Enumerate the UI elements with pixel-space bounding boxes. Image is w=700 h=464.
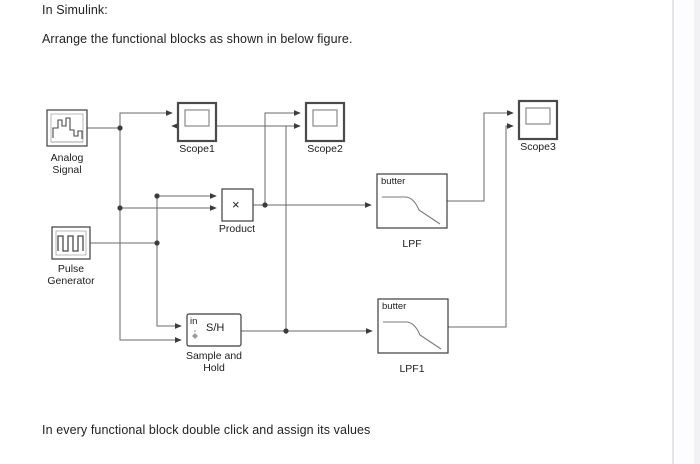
block-scope2[interactable] (304, 101, 346, 143)
junction-dot (117, 125, 123, 131)
intro-text-instruction: Arrange the functional blocks as shown i… (42, 32, 353, 46)
product-multiply-symbol: × (232, 197, 240, 212)
lowpass-response-icon (382, 196, 441, 225)
label-product: Product (218, 223, 256, 235)
junction-dot (154, 240, 160, 246)
label-scope3: Scope3 (520, 141, 556, 153)
intro-text-simulink: In Simulink: (42, 3, 108, 17)
label-analog-signal: Analog Signal (50, 152, 84, 176)
label-lpf: LPF (402, 238, 422, 250)
sample-hold-port-label-in: in (190, 316, 198, 327)
wire-sh-to-scope2-port2 (285, 123, 301, 331)
wire-lpf-to-scope3-port1 (447, 110, 514, 202)
closing-text-instruction: In every functional block double click a… (42, 423, 371, 437)
sample-and-hold-body (186, 313, 242, 347)
lpf1-body (377, 298, 449, 354)
wire-lpf1-to-scope3-port2 (448, 123, 514, 328)
wire-pulse-to-product (156, 193, 217, 243)
clock-icon (192, 330, 198, 339)
block-analog-signal[interactable] (46, 109, 88, 147)
label-scope1: Scope1 (179, 143, 215, 155)
block-lpf[interactable] (376, 173, 448, 229)
junction-dot (154, 193, 160, 199)
wire-product-to-scope2-port1 (264, 110, 301, 205)
wire-analog-to-scope1 (119, 110, 173, 128)
page-edge-line (672, 0, 674, 464)
sample-hold-inner-text: S/H (206, 322, 225, 334)
scope-icon (312, 109, 338, 127)
junction-dot-group (117, 125, 289, 334)
wire-analog-to-sh-port2 (119, 208, 182, 343)
label-pulse-generator: Pulse Generator (47, 263, 95, 287)
page-edge-line-outer (694, 0, 700, 464)
label-scope2: Scope2 (307, 143, 343, 155)
junction-dot (117, 205, 123, 211)
block-pulse-generator[interactable] (51, 226, 91, 260)
block-sample-and-hold[interactable] (186, 313, 242, 347)
wire-pulse-to-sh-port1 (156, 243, 182, 329)
lpf-body (376, 173, 448, 229)
lpf1-inner-text: butter (382, 301, 407, 312)
label-lpf1: LPF1 (399, 363, 425, 375)
analog-waveform-icon (50, 113, 84, 143)
scope-icon (184, 109, 210, 127)
block-scope1[interactable] (176, 101, 218, 143)
block-product[interactable] (221, 188, 254, 222)
lpf-inner-text: butter (381, 176, 406, 187)
label-sample-and-hold: Sample and Hold (185, 350, 243, 374)
lowpass-response-icon (383, 321, 442, 350)
product-body (221, 188, 254, 222)
junction-dot (283, 328, 289, 334)
block-scope3[interactable] (517, 99, 559, 141)
pulse-train-icon (55, 230, 87, 256)
scope-icon (525, 107, 551, 125)
junction-dot (262, 202, 268, 208)
block-lpf1[interactable] (377, 298, 449, 354)
